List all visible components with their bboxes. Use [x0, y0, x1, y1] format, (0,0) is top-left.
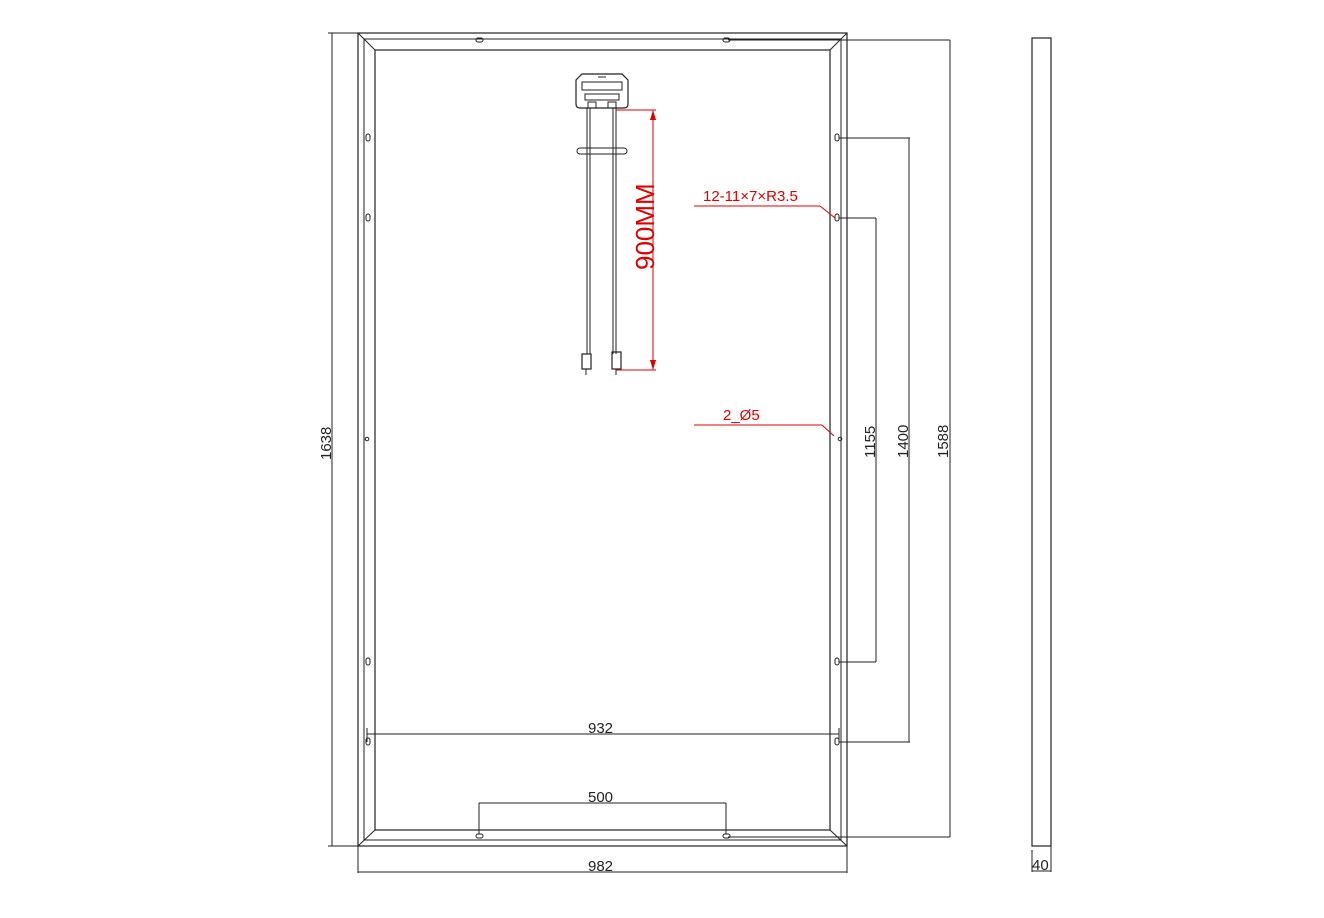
dimension-1588: 1588: [728, 39, 952, 838]
slot-hole: [834, 657, 840, 666]
panel-frame: [357, 32, 848, 847]
slot-hole: [365, 737, 371, 746]
ground-hole-callout: 2_Ø5: [694, 407, 835, 437]
dimension-1400: 1400: [839, 137, 912, 743]
svg-text:1400: 1400: [895, 425, 912, 458]
dimension-1638: 1638: [318, 32, 358, 847]
slot-hole: [834, 133, 840, 142]
cable-length-dimension: 900MM: [616, 109, 660, 371]
slot-hole: [475, 833, 484, 839]
svg-text:1638: 1638: [318, 427, 335, 460]
ground-hole: [364, 436, 370, 442]
slot-hole: [834, 213, 840, 222]
dimension-1155: 1155: [839, 217, 879, 663]
mounting-holes: [364, 37, 843, 839]
mounting-hole-label: 12-11×7×R3.5: [703, 188, 798, 205]
dimension-500: 500: [478, 789, 727, 834]
ground-hole-label: 2_Ø5: [723, 407, 760, 424]
cables: [576, 108, 628, 375]
svg-text:932: 932: [588, 720, 613, 737]
cable-length-label: 900MM: [630, 183, 660, 270]
side-view: 40: [1031, 37, 1052, 874]
svg-text:1155: 1155: [862, 426, 879, 458]
frame-depth-label: 40: [1032, 857, 1049, 874]
slot-hole: [834, 737, 840, 746]
junction-box: [575, 73, 629, 109]
svg-text:982: 982: [588, 858, 613, 875]
slot-hole: [365, 133, 371, 142]
slot-hole: [475, 37, 484, 43]
slot-hole: [365, 657, 371, 666]
mounting-hole-callout: 12-11×7×R3.5: [694, 188, 836, 219]
dimension-982: 982: [357, 846, 848, 875]
svg-text:500: 500: [588, 789, 613, 806]
ground-hole: [837, 436, 843, 442]
slot-hole: [365, 213, 371, 222]
connector: [581, 353, 592, 370]
dimension-932: 932: [366, 720, 840, 742]
connector: [611, 351, 622, 370]
svg-text:1588: 1588: [935, 425, 952, 458]
frame-inner: [374, 49, 831, 831]
frame-outer: [357, 32, 848, 847]
